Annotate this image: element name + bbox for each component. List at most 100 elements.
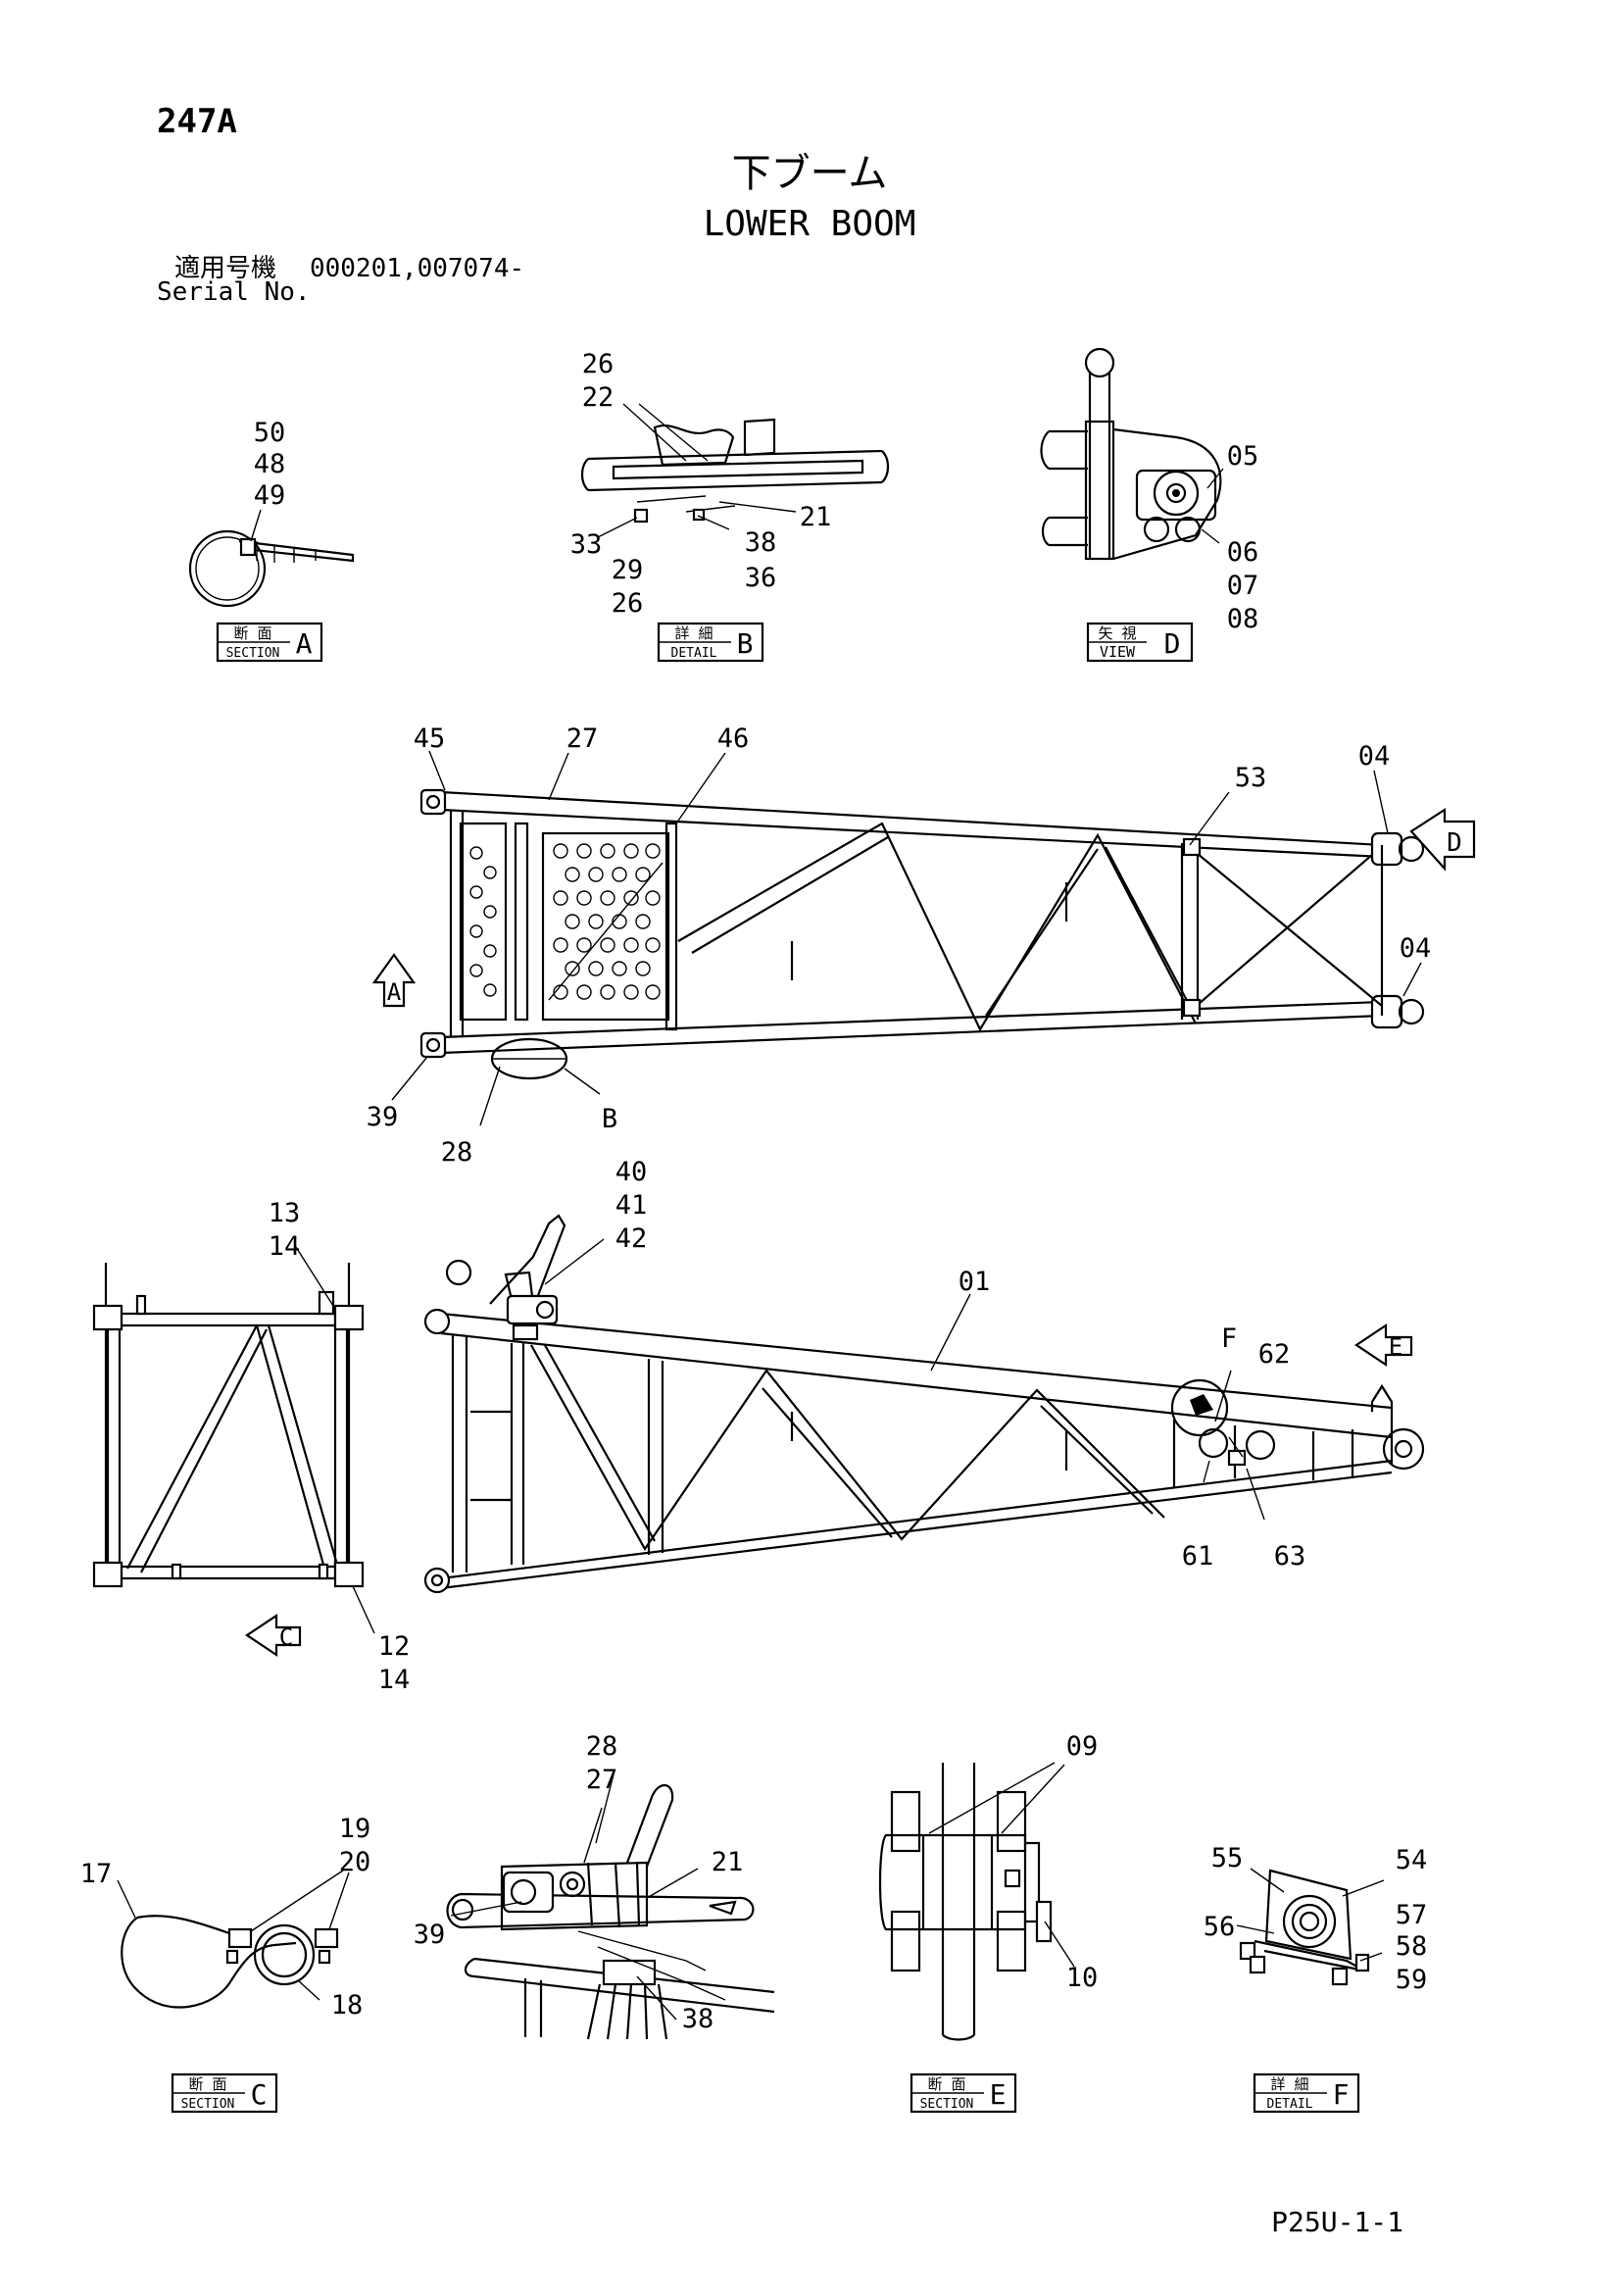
callout-49: 49 [254, 480, 286, 511]
section-e-view [878, 1762, 1075, 2041]
serial-label-en: Serial No. [157, 277, 311, 307]
callout-04-bottom: 04 [1400, 933, 1432, 964]
callout-59: 59 [1396, 1965, 1428, 1995]
boom-foot-detail [446, 1773, 775, 2040]
svg-text:VIEW: VIEW [1100, 643, 1136, 661]
callout-45: 45 [414, 724, 446, 754]
section-c-end-frame [92, 1263, 365, 1588]
callout-26: 26 [582, 349, 615, 379]
svg-text:A: A [296, 627, 313, 660]
svg-text:D: D [1447, 828, 1462, 858]
callout-27-foot: 27 [586, 1765, 618, 1795]
callout-10: 10 [1066, 1963, 1099, 1993]
callout-05: 05 [1227, 441, 1259, 472]
callout-21: 21 [800, 502, 832, 532]
page-number: 247A [157, 102, 237, 141]
callout-40: 40 [615, 1157, 648, 1187]
callout-26-lower: 26 [612, 588, 644, 619]
callout-27: 27 [566, 724, 599, 754]
callout-63: 63 [1274, 1541, 1306, 1572]
callout-29: 29 [612, 555, 644, 585]
svg-text:E: E [990, 2078, 1007, 2111]
callout-f: F [1221, 1323, 1237, 1354]
callout-28: 28 [441, 1137, 473, 1168]
svg-text:詳 細: 詳 細 [674, 624, 713, 642]
callout-62: 62 [1258, 1339, 1291, 1370]
sheet-code: P25U-1-1 [1271, 2206, 1403, 2238]
svg-text:SECTION: SECTION [226, 646, 280, 661]
title-english: LOWER BOOM [704, 204, 916, 244]
label-box-detail-f: 詳 細 DETAIL F [1253, 2072, 1360, 2114]
perforated-walkway [469, 843, 664, 1001]
callout-b: B [602, 1104, 617, 1134]
callout-38: 38 [745, 527, 777, 558]
svg-text:SECTION: SECTION [920, 2097, 974, 2112]
callout-53: 53 [1235, 763, 1267, 793]
callout-14-lower: 14 [378, 1665, 411, 1695]
callout-06: 06 [1227, 537, 1259, 568]
callout-18: 18 [331, 1990, 364, 2021]
callout-28-foot: 28 [586, 1731, 618, 1762]
view-arrow-a: A [371, 953, 417, 1008]
callout-08: 08 [1227, 604, 1259, 634]
view-arrow-d: D [1409, 807, 1476, 872]
callout-19: 19 [339, 1814, 371, 1844]
svg-text:D: D [1164, 627, 1181, 660]
svg-text:DETAIL: DETAIL [1267, 2097, 1313, 2112]
section-c-detail [117, 1870, 350, 2009]
callout-17: 17 [80, 1859, 113, 1889]
callout-07: 07 [1227, 571, 1259, 601]
callout-42: 42 [615, 1223, 648, 1254]
detail-f-view [1236, 1868, 1385, 1986]
title-japanese: 下ブーム [732, 151, 888, 196]
svg-text:断 面: 断 面 [927, 2075, 965, 2093]
svg-text:B: B [737, 627, 754, 660]
view-arrow-e: E [1354, 1323, 1413, 1368]
label-box-section-e: 断 面 SECTION E [910, 2072, 1017, 2114]
callout-57: 57 [1396, 1900, 1428, 1930]
callout-01: 01 [959, 1267, 991, 1297]
callout-58: 58 [1396, 1931, 1428, 1962]
serial-value: 000201,007074- [310, 254, 524, 283]
callout-13: 13 [269, 1198, 301, 1228]
callout-12: 12 [378, 1631, 411, 1662]
svg-text:DETAIL: DETAIL [671, 646, 717, 661]
callout-46: 46 [717, 724, 750, 754]
svg-text:F: F [1333, 2078, 1350, 2111]
svg-text:SECTION: SECTION [181, 2097, 235, 2112]
callout-14: 14 [269, 1231, 301, 1262]
callout-55: 55 [1211, 1843, 1244, 1873]
svg-text:詳 細: 詳 細 [1270, 2075, 1308, 2093]
boom-side-view [423, 1214, 1425, 1594]
callout-21-foot: 21 [712, 1847, 744, 1877]
callout-39: 39 [367, 1102, 399, 1132]
label-box-section-a: 断 面 SECTION A [216, 622, 323, 663]
boom-plan-view [419, 788, 1425, 1080]
callout-38-foot: 38 [682, 2004, 714, 2034]
label-box-view-d: 矢 視 VIEW D [1086, 622, 1194, 663]
label-box-section-c: 断 面 SECTION C [171, 2072, 278, 2114]
serial-label-jp: 適用号機 [174, 254, 276, 283]
svg-text:C: C [279, 1623, 293, 1651]
callout-09: 09 [1066, 1731, 1099, 1762]
view-d-drawing [1040, 347, 1224, 561]
callout-04-top: 04 [1358, 741, 1391, 772]
svg-text:断 面: 断 面 [233, 624, 271, 642]
callout-56: 56 [1204, 1912, 1236, 1942]
callout-39-foot: 39 [414, 1920, 446, 1950]
callout-54: 54 [1396, 1845, 1428, 1875]
label-box-detail-b: 詳 細 DETAIL B [657, 622, 764, 663]
svg-text:C: C [251, 2078, 268, 2111]
callout-48: 48 [254, 449, 286, 479]
callout-41: 41 [615, 1190, 648, 1221]
callout-50: 50 [254, 418, 286, 448]
svg-text:矢 視: 矢 視 [1098, 624, 1136, 642]
callout-61: 61 [1182, 1541, 1214, 1572]
svg-text:A: A [387, 978, 402, 1006]
view-arrow-c: C [245, 1613, 302, 1658]
callout-20: 20 [339, 1847, 371, 1877]
callout-22: 22 [582, 382, 615, 413]
svg-text:断 面: 断 面 [188, 2075, 226, 2093]
callout-33: 33 [570, 529, 603, 560]
